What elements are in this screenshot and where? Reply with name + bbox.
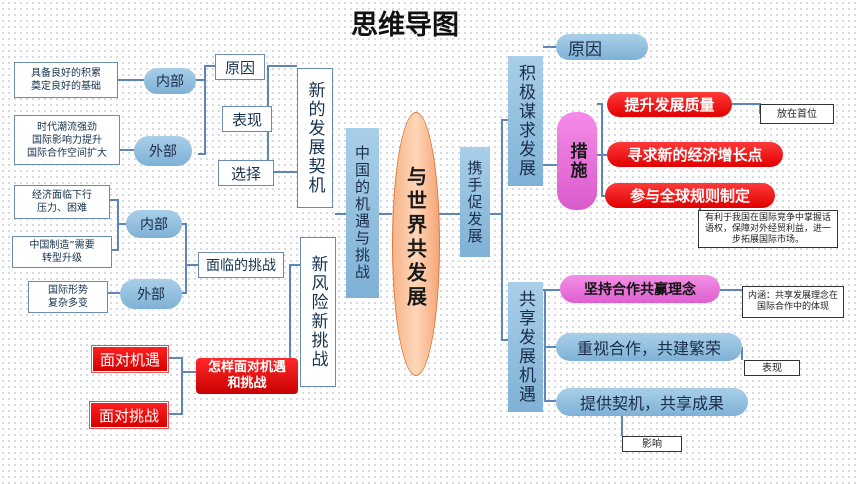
node-new-risk[interactable]: 新风险新挑战	[300, 237, 336, 387]
node-new-opportunity[interactable]: 新的发展契机	[297, 68, 333, 208]
node-win-win[interactable]: 坚持合作共赢理念	[560, 275, 720, 303]
note-cooperation: 表现	[744, 360, 800, 376]
node-ch-outer[interactable]: 外部	[120, 279, 182, 309]
node-label: 共享发展机遇	[515, 290, 535, 404]
center-node: 与世界共发展	[392, 112, 440, 376]
note-share-results: 影响	[622, 436, 682, 452]
center-label: 与世界共发展	[403, 166, 428, 310]
node-challenge[interactable]: 面临的挑战	[198, 252, 284, 278]
node-label: 措施	[566, 142, 587, 180]
node-cooperation[interactable]: 重视合作，共建繁荣	[556, 333, 742, 361]
node-label: 新的发展契机	[304, 81, 325, 195]
node-label: 中国的机遇与挑战	[353, 145, 371, 281]
page-title: 思维导图	[351, 10, 459, 41]
node-face-opportunity[interactable]: 面对机遇	[92, 346, 168, 372]
node-how-to-face[interactable]: 怎样面对机遇和挑战	[196, 358, 298, 394]
node-global-rules[interactable]: 参与全球规则制定	[605, 183, 775, 208]
node-active-development[interactable]: 积极谋求发展	[508, 56, 543, 186]
node-share-results[interactable]: 提供契机，共享成果	[556, 388, 748, 416]
note-ch-inner-2: 中国制造”需要 转型升级	[12, 236, 112, 268]
node-reason[interactable]: 原因	[215, 54, 265, 80]
node-ch-inner[interactable]: 内部	[126, 210, 182, 238]
node-label: 新风险新挑战	[307, 255, 328, 369]
node-shared-development[interactable]: 共享发展机遇	[508, 282, 543, 412]
note-outer: 时代潮流强劲 国际影响力提升 国际合作空间扩大	[14, 115, 120, 165]
node-new-growth[interactable]: 寻求新的经济增长点	[607, 142, 783, 167]
note-ch-inner-1: 经济面临下行 压力、困难	[14, 185, 110, 219]
node-outer[interactable]: 外部	[134, 136, 192, 166]
node-promote-development[interactable]: 携手促发展	[460, 147, 490, 257]
node-china-opportunities-challenges[interactable]: 中国的机遇与挑战	[346, 128, 379, 298]
node-manifest[interactable]: 表现	[222, 106, 272, 132]
node-label: 携手促发展	[465, 159, 484, 245]
node-measures[interactable]: 措施	[557, 112, 597, 210]
note-win-win: 内涵：共享发展理念在国际合作中的体现	[742, 286, 844, 318]
note-inner: 具备良好的积累 奠定良好的基础	[14, 62, 118, 98]
node-right-reason[interactable]: 原因	[556, 34, 648, 60]
node-choice[interactable]: 选择	[218, 160, 274, 186]
note-ch-outer: 国际形势 复杂多变	[28, 281, 108, 313]
node-label: 积极谋求发展	[515, 64, 535, 178]
note-global-rules: 有利于我国在国际竞争中掌握话语权，保障对外经贸利益，进一步拓展国际市场。	[698, 210, 838, 248]
note-first-place: 放在首位	[760, 104, 834, 124]
node-improve-quality[interactable]: 提升发展质量	[607, 92, 732, 117]
node-inner[interactable]: 内部	[144, 68, 196, 94]
node-face-challenge[interactable]: 面对挑战	[90, 402, 168, 428]
